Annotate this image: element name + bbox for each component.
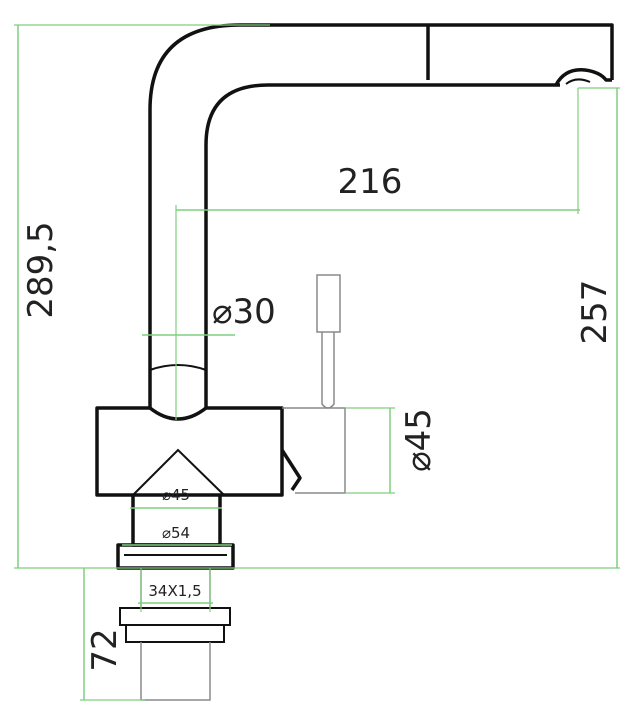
column-neck [149, 364, 207, 371]
label-base-lower: ⌀54 [162, 524, 190, 542]
spout-outer [148, 23, 614, 408]
cartridge-cap [280, 449, 302, 491]
label-thread: 34X1,5 [148, 582, 201, 600]
mixer-body [95, 406, 284, 497]
dimension-lines [14, 24, 620, 701]
aerator-nozzle [554, 68, 612, 86]
label-reach: 216 [338, 162, 403, 202]
label-base-upper: ⌀45 [162, 486, 190, 504]
mounting-nut [119, 607, 231, 626]
dimension-labels: 289,5 257 216 ⌀30 ⌀45 ⌀45 ⌀54 34X1,5 72 [21, 162, 615, 672]
lever-handle [316, 274, 341, 333]
lever-stem [321, 332, 335, 409]
label-height-spout: 257 [575, 280, 615, 345]
label-shank-length: 72 [85, 628, 125, 671]
aerator-tip [565, 78, 591, 85]
label-spout-diameter: ⌀30 [212, 292, 276, 332]
label-body-diameter: ⌀45 [399, 408, 439, 472]
mounting-washer [125, 624, 225, 643]
cartridge-housing [282, 407, 346, 494]
label-height-total: 289,5 [21, 221, 61, 318]
base-ring [116, 543, 235, 570]
base-cone [132, 448, 225, 496]
spout-inner [204, 83, 560, 408]
hose-connector [140, 642, 211, 701]
